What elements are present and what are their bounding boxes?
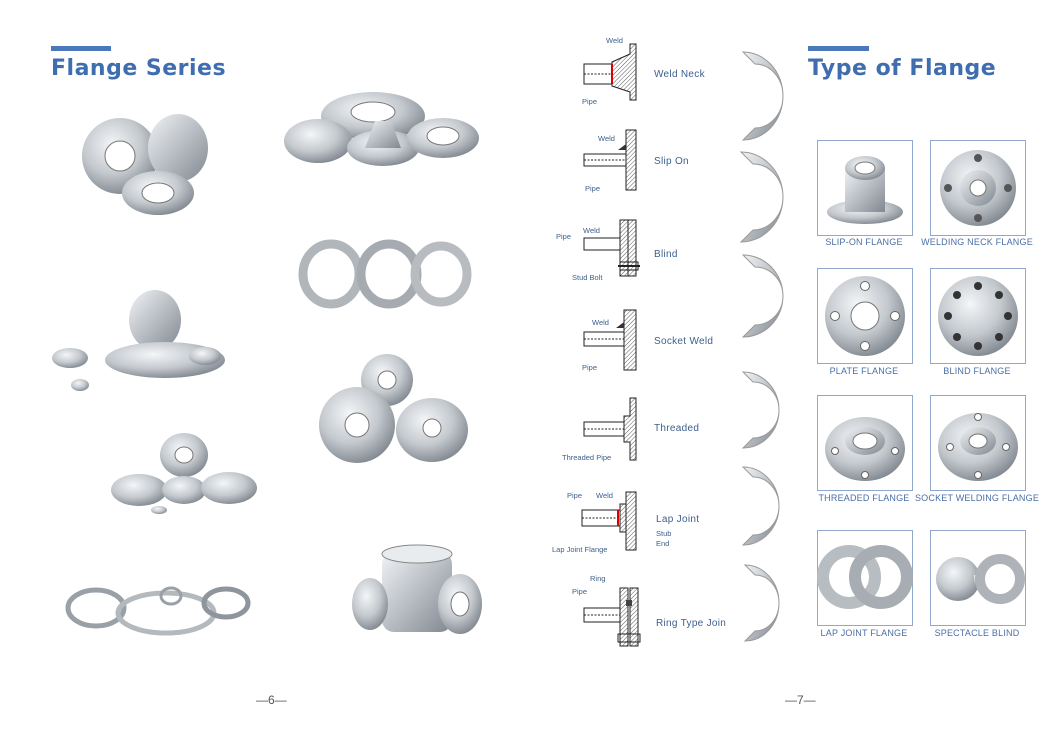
- lap-joint-callout-pipe: Pipe: [567, 491, 583, 500]
- weld-neck-callout-weld: Weld: [606, 36, 623, 45]
- socket-welding-flange-label: SOCKET WELDING FLANGE: [914, 493, 1040, 503]
- right-page-number: —7—: [785, 693, 816, 707]
- spectacle-blind-image: [936, 554, 1025, 604]
- half-flange-render-4: [741, 371, 780, 449]
- plate-flange-label: PLATE FLANGE: [829, 366, 899, 376]
- slip-on-flange-label: SLIP-ON FLANGE: [825, 237, 903, 247]
- ring-type-joint-diagram: [583, 587, 641, 647]
- half-flange-render-5: [741, 466, 780, 546]
- weld-neck-callout-pipe: Pipe: [582, 97, 598, 106]
- lap-joint-diagram: [581, 491, 637, 551]
- left-title-bar: [51, 46, 111, 51]
- threaded-flange-label: THREADED FLANGE: [818, 493, 910, 503]
- blind-flange-image: [938, 276, 1018, 356]
- slip-on-diagram: [583, 129, 637, 191]
- threaded-flange-card: [817, 395, 913, 491]
- threaded-flange-image: [825, 417, 905, 481]
- left-page-title: Flange Series: [51, 56, 227, 81]
- lap-joint-callout-flange: Lap Joint Flange: [552, 545, 608, 554]
- threaded-callout-pipe: Threaded Pipe: [562, 453, 612, 462]
- slip-on-label: Slip On: [654, 156, 689, 167]
- ring-type-joint-label: Ring Type Join: [656, 618, 727, 629]
- left-page-number: —6—: [256, 693, 287, 707]
- ring-type-callout-pipe: Pipe: [572, 587, 588, 596]
- slip-on-flange-card: [817, 140, 913, 236]
- lap-joint-flange-image: [817, 545, 913, 609]
- slip-on-flange-image: [827, 156, 903, 224]
- flange-photo-7: [65, 586, 251, 636]
- plate-flange-card: [817, 268, 913, 364]
- socket-weld-diagram: [583, 309, 637, 371]
- lap-joint-flange-card: [817, 530, 913, 626]
- welding-neck-flange-image: [940, 150, 1016, 226]
- lap-joint-flange-label: LAP JOINT FLANGE: [820, 628, 908, 638]
- socket-welding-flange-card: [930, 395, 1026, 491]
- socket-weld-callout-weld: Weld: [592, 318, 609, 327]
- blind-callout-stud-bolt: Stud Bolt: [572, 273, 603, 282]
- flange-photo-3: [52, 290, 225, 391]
- welding-neck-flange-card: [930, 140, 1026, 236]
- welding-neck-flange-label: WELDING NECK FLANGE: [921, 237, 1033, 247]
- blind-flange-label: BLIND FLANGE: [943, 366, 1011, 376]
- flange-photo-1: [82, 114, 208, 215]
- lap-joint-callout-end: End: [656, 539, 670, 548]
- half-flange-render-1: [741, 51, 784, 141]
- weld-neck-diagram: [583, 43, 637, 101]
- flange-photo-4: [298, 239, 472, 309]
- threaded-diagram: [583, 397, 637, 461]
- flange-photo-5: [111, 433, 257, 514]
- socket-weld-callout-pipe: Pipe: [582, 363, 598, 372]
- half-flange-render-6: [743, 564, 780, 642]
- socket-welding-flange-image: [938, 413, 1018, 481]
- slip-on-callout-weld: Weld: [598, 134, 615, 143]
- weld-neck-label: Weld Neck: [654, 69, 705, 80]
- blind-diagram: [583, 219, 640, 277]
- right-page-title: Type of Flange: [808, 56, 997, 81]
- blind-label: Blind: [654, 249, 678, 260]
- spectacle-blind-card: [930, 530, 1026, 626]
- lap-joint-callout-weld: Weld: [596, 491, 613, 500]
- slip-on-callout-pipe: Pipe: [585, 184, 601, 193]
- lap-joint-label: Lap Joint: [656, 514, 700, 525]
- spectacle-blind-label: SPECTACLE BLIND: [934, 628, 1020, 638]
- blind-callout-weld: Weld: [583, 226, 600, 235]
- flange-photo-8: [352, 544, 482, 634]
- flange-photo-6: [319, 354, 468, 463]
- right-title-bar: [808, 46, 869, 51]
- socket-weld-label: Socket Weld: [654, 336, 714, 347]
- threaded-label: Threaded: [654, 423, 700, 434]
- half-flange-render-2: [739, 151, 784, 243]
- plate-flange-image: [825, 276, 905, 356]
- blind-flange-card: [930, 268, 1026, 364]
- ring-type-callout-ring: Ring: [590, 574, 606, 583]
- half-flange-render-3: [741, 254, 784, 338]
- blind-callout-pipe: Pipe: [556, 232, 572, 241]
- lap-joint-callout-stub: Stub: [656, 529, 672, 538]
- flange-photo-2: [284, 92, 479, 166]
